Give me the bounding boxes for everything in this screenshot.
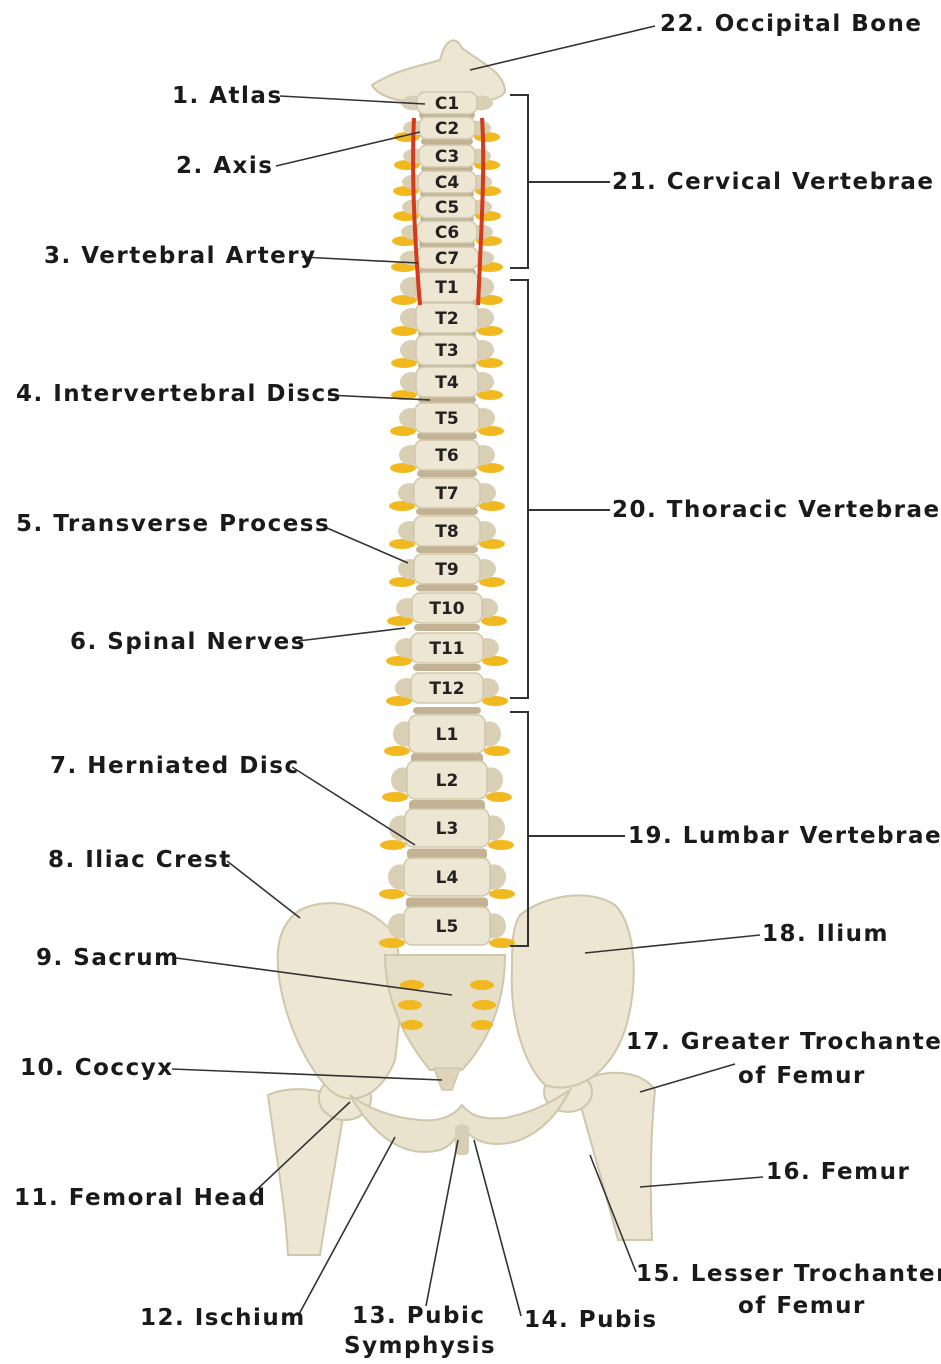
- intervertebral-disc: [416, 546, 478, 553]
- right-ilium-shape: [512, 895, 634, 1087]
- intervertebral-disc: [416, 585, 478, 592]
- vertebra-label: T2: [435, 309, 458, 329]
- intervertebral-disc: [413, 707, 481, 714]
- label-vertebral-artery: 3. Vertebral Artery: [44, 242, 317, 270]
- pubic-symphysis-shape: [455, 1125, 469, 1155]
- intervertebral-disc: [414, 624, 480, 631]
- label-lesser-trochanter-2: of Femur: [738, 1292, 866, 1320]
- region-brackets: [510, 95, 625, 946]
- vertebra-label: T11: [429, 639, 464, 659]
- label-pubic-symphysis-2: Symphysis: [344, 1332, 496, 1360]
- vertebral-column: C1C2C3C4C5C6C7T1T2T3T4T5T6T7T8T9T10T11T1…: [379, 92, 515, 948]
- label-spinal-nerves: 6. Spinal Nerves: [70, 628, 306, 656]
- label-intervertebral-discs: 4. Intervertebral Discs: [16, 380, 342, 408]
- label-lesser-trochanter: 15. Lesser Trochanter: [636, 1260, 941, 1288]
- vertebra-label: T1: [435, 278, 458, 298]
- spinal-nerve: [379, 938, 405, 948]
- vertebra-label: L5: [436, 917, 459, 937]
- vertebra-label: C2: [435, 119, 459, 139]
- label-greater-trochanter-2: of Femur: [738, 1062, 866, 1090]
- vertebra-label: L1: [436, 725, 459, 745]
- label-herniated-disc: 7. Herniated Disc: [50, 752, 300, 780]
- vertebra-label: C6: [435, 223, 459, 243]
- vertebra-label: T5: [435, 409, 458, 429]
- spinal-nerve: [489, 889, 515, 899]
- label-axis: 2. Axis: [176, 152, 273, 180]
- vertebra-label: T8: [435, 522, 458, 542]
- vertebra-label: C1: [435, 94, 459, 114]
- intervertebral-disc: [417, 470, 477, 477]
- spinal-nerve: [384, 746, 410, 756]
- vertebra-label: T7: [435, 484, 458, 504]
- coccyx-shape: [434, 1068, 460, 1090]
- vertebra-label: C3: [435, 147, 459, 167]
- spinal-nerve: [484, 746, 510, 756]
- intervertebral-disc: [413, 664, 481, 671]
- vertebra-label: T12: [429, 679, 464, 699]
- label-pubic-symphysis: 13. Pubic: [352, 1302, 485, 1330]
- label-cervical-vertebrae: 21. Cervical Vertebrae: [612, 168, 935, 196]
- spinal-nerve: [382, 792, 408, 802]
- label-occipital-bone: 22. Occipital Bone: [660, 10, 923, 38]
- vertebra-label: L3: [436, 819, 459, 839]
- vertebra-label: T3: [435, 341, 458, 361]
- spinal-nerve: [486, 792, 512, 802]
- label-ilium: 18. Ilium: [762, 920, 889, 948]
- label-lumbar-vertebrae: 19. Lumbar Vertebrae: [628, 822, 941, 850]
- vertebra-label: T9: [435, 560, 458, 580]
- vertebra-label: C5: [435, 198, 459, 218]
- label-ischium: 12. Ischium: [140, 1304, 306, 1332]
- left-ilium-shape: [278, 903, 401, 1099]
- vertebra-label: C7: [435, 249, 459, 269]
- label-femoral-head: 11. Femoral Head: [14, 1184, 266, 1212]
- label-femur: 16. Femur: [766, 1158, 910, 1186]
- cervical-bracket: [510, 95, 610, 268]
- label-transverse-process: 5. Transverse Process: [16, 510, 330, 538]
- label-atlas: 1. Atlas: [172, 82, 283, 110]
- intervertebral-disc: [416, 508, 478, 515]
- spinal-nerve: [488, 840, 514, 850]
- label-iliac-crest: 8. Iliac Crest: [48, 846, 232, 874]
- label-sacrum: 9. Sacrum: [36, 944, 180, 972]
- vertebra-label: T10: [429, 599, 464, 619]
- label-pubis: 14. Pubis: [524, 1306, 658, 1334]
- thoracic-bracket: [510, 280, 610, 698]
- label-greater-trochanter: 17. Greater Trochanter: [626, 1028, 941, 1056]
- vertebra-label: C4: [435, 173, 459, 193]
- label-coccyx: 10. Coccyx: [20, 1054, 174, 1082]
- vertebra-label: T6: [435, 446, 458, 466]
- vertebra-label: T4: [435, 373, 459, 393]
- spinal-nerve: [379, 889, 405, 899]
- label-thoracic-vertebrae: 20. Thoracic Vertebrae: [612, 496, 941, 524]
- sacrum-shape: [385, 955, 505, 1070]
- vertebra-label: L2: [436, 771, 459, 791]
- vertebra-label: L4: [436, 868, 459, 888]
- spinal-nerve: [380, 840, 406, 850]
